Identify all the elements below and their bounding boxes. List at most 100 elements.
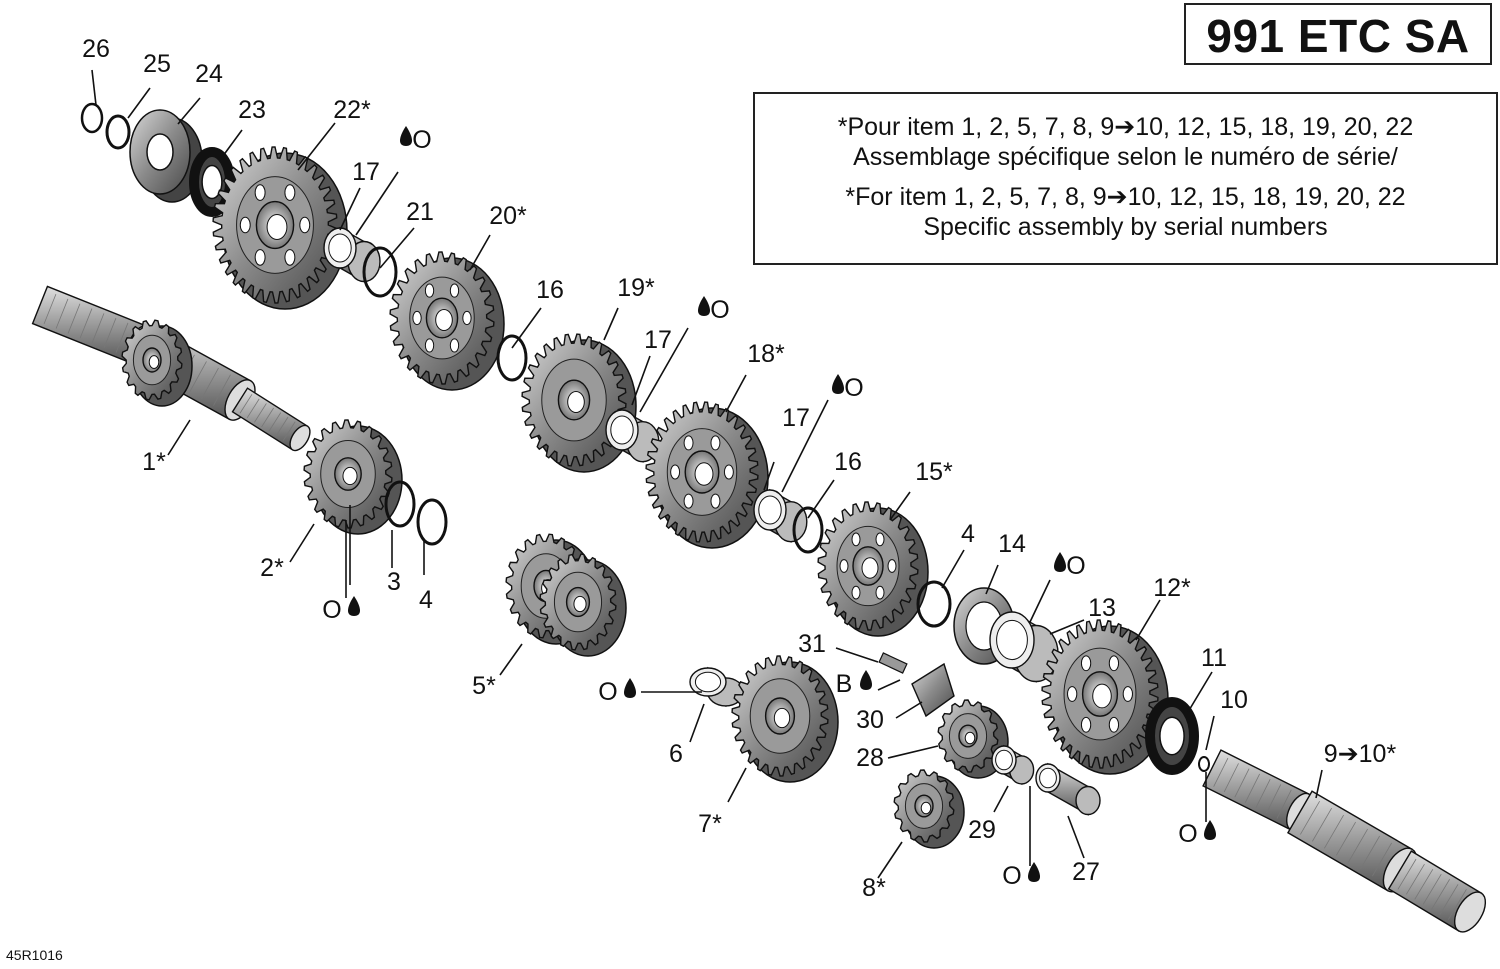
callout-13: 13: [1088, 594, 1116, 622]
drop-icon: [624, 678, 636, 698]
note-line-2: Assemblage spécifique selon le numéro de…: [853, 143, 1398, 171]
callout-12: 12*: [1153, 574, 1191, 602]
callout-4b: 4: [961, 520, 975, 548]
callout-4a: 4: [419, 586, 433, 614]
lube-letter: O: [710, 296, 729, 324]
callout-16b: 16: [834, 448, 862, 476]
oil-mark: O: [322, 596, 360, 624]
circlip-4b: [916, 580, 952, 628]
circlip-26: [80, 102, 104, 134]
bushing-17c: [753, 488, 808, 543]
oil-mark: O: [698, 296, 730, 324]
callout-5: 5*: [472, 672, 496, 700]
lube-letter: O: [1178, 820, 1197, 848]
callout-15: 15*: [915, 458, 953, 486]
callout-22: 22*: [333, 96, 371, 124]
callout-30: 30: [856, 706, 884, 734]
callout-7: 7*: [698, 810, 722, 838]
shaft-gear-1: [121, 319, 193, 407]
oil-mark: O: [832, 374, 864, 402]
oil-mark: O: [1178, 820, 1216, 848]
thrust-washer-11: [1145, 697, 1199, 775]
lube-letter: O: [598, 678, 617, 706]
callout-14: 14: [998, 530, 1026, 558]
callout-16a: 16: [536, 276, 564, 304]
assembly-note: *Pour item 1, 2, 5, 7, 8, 9➔10, 12, 15, …: [753, 92, 1498, 265]
sleeve-27: [1035, 762, 1101, 816]
callout-17c: 17: [782, 404, 810, 432]
gear-19: [521, 333, 637, 473]
callout-31: 31: [798, 630, 826, 658]
callout-910: 9➔10*: [1324, 740, 1397, 768]
ring-21: [362, 246, 398, 298]
oil-mark: O: [1054, 552, 1086, 580]
needle-bearing-29: [991, 744, 1035, 786]
lube-letter: B: [836, 670, 853, 698]
parts-layer: [31, 102, 1487, 933]
callout-3: 3: [387, 568, 401, 596]
callout-11: 11: [1201, 644, 1227, 672]
drop-icon: [1054, 552, 1066, 572]
lube-letter: O: [322, 596, 341, 624]
callout-18: 18*: [747, 340, 785, 368]
callout-23: 23: [238, 96, 266, 124]
drop-icon: [698, 296, 710, 316]
diagram-title: 991 ETC SA: [1184, 3, 1492, 65]
leader-lines: [91, 69, 1323, 879]
gear-15: [817, 501, 929, 637]
gear-7: [731, 655, 839, 783]
bushing-17b: [605, 408, 660, 463]
lube-letter: O: [1066, 552, 1085, 580]
lube-letter: O: [844, 374, 863, 402]
drop-icon: [348, 596, 360, 616]
callout-19: 19*: [617, 274, 655, 302]
callout-1: 1*: [142, 448, 166, 476]
callout-29: 29: [968, 816, 996, 844]
callout-20: 20*: [489, 202, 527, 230]
callout-10: 10: [1220, 686, 1248, 714]
gear-20: [389, 251, 505, 391]
callout-21: 21: [406, 198, 434, 226]
bearing-24: [129, 109, 203, 203]
output-shaft-9-10: [1202, 749, 1487, 933]
oil-mark: O: [400, 126, 432, 154]
callout-2: 2*: [260, 554, 284, 582]
callout-6: 6: [669, 740, 683, 768]
callout-24: 24: [195, 60, 223, 88]
callout-26: 26: [82, 35, 110, 63]
gear-22: [212, 146, 348, 310]
callout-28: 28: [856, 744, 884, 772]
circlip-4a: [416, 498, 448, 546]
drop-icon: [832, 374, 844, 394]
drop-icon: [1204, 820, 1216, 840]
oil-mark: O: [1002, 862, 1040, 890]
note-line-4: Specific assembly by serial numbers: [923, 213, 1328, 241]
gear-2: [303, 419, 403, 535]
lube-letter: O: [1002, 862, 1021, 890]
gear-8: [893, 769, 965, 849]
threadlock-mark: B: [836, 670, 872, 698]
gear-5b: [539, 553, 627, 657]
screw-31: [878, 652, 908, 674]
reference-code: 45R1016: [6, 947, 63, 963]
note-line-3: *For item 1, 2, 5, 7, 8, 9➔10, 12, 15, 1…: [845, 183, 1406, 211]
gear-12: [1041, 619, 1169, 775]
drop-icon: [400, 126, 412, 146]
washer-25: [105, 114, 131, 150]
circlip-16a: [496, 334, 528, 382]
gear-18: [645, 401, 769, 549]
callout-25: 25: [143, 50, 171, 78]
circlip-16b: [792, 506, 824, 554]
note-line-1: *Pour item 1, 2, 5, 7, 8, 9➔10, 12, 15, …: [837, 113, 1414, 141]
washer-10: [1198, 756, 1210, 772]
drop-icon: [1028, 862, 1040, 882]
callout-27: 27: [1072, 858, 1100, 886]
bushing-6: [689, 666, 745, 708]
lube-letter: O: [412, 126, 431, 154]
callout-8: 8*: [862, 874, 886, 902]
plate-30: [911, 662, 955, 718]
callout-17a: 17: [352, 158, 380, 186]
drop-icon: [860, 670, 872, 690]
